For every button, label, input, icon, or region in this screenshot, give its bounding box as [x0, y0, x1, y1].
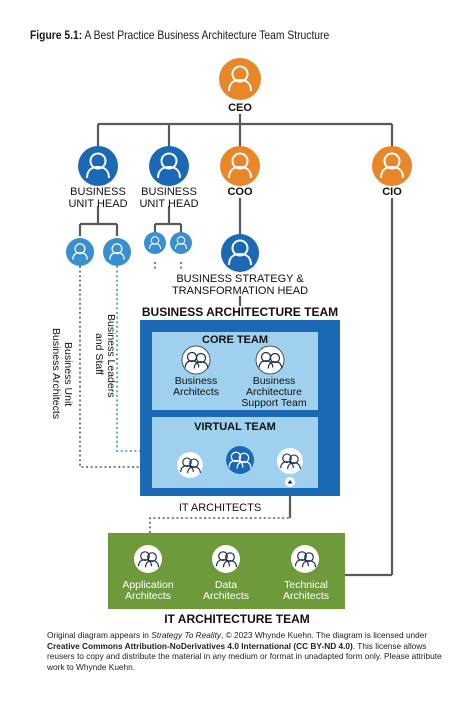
bst-head-label: BUSINESS STRATEGY & TRANSFORMATION HEAD	[170, 273, 310, 297]
bu-head-1-label: BUSINESS UNIT HEAD	[63, 186, 133, 210]
business-architects-line2: Architects	[172, 386, 220, 398]
it-team-title: IT ARCHITECTURE TEAM	[164, 612, 310, 626]
application-architects-label: Application Architects	[113, 580, 183, 602]
virtual-member-2-icon	[226, 446, 254, 474]
bu2-person-b-icon	[170, 232, 192, 254]
footer-attribution: Original diagram appears in Strategy To …	[47, 630, 447, 672]
data-architects-label: Data Architects	[196, 580, 256, 602]
technical-architects-icon	[291, 545, 319, 573]
application-architects-line1: Application	[122, 579, 174, 591]
footer-p1: Original diagram appears in	[47, 630, 152, 640]
bu-head-1-icon	[78, 146, 118, 186]
ceo-icon	[219, 58, 261, 100]
data-architects-line1: Data	[214, 579, 238, 591]
data-architects-icon	[212, 545, 240, 573]
bu-head-2-icon	[149, 146, 189, 186]
business-architects-icon	[181, 345, 211, 375]
business-architects-line1: Business	[174, 375, 218, 387]
technical-architects-line2: Architects	[282, 590, 330, 602]
bu-head-2-line2: UNIT HEAD	[139, 198, 199, 210]
leaders-staff-line2: and Staff	[93, 333, 105, 375]
connector-lines	[78, 105, 394, 577]
support-team-line3: Support Team	[241, 397, 307, 409]
application-architects-line2: Architects	[124, 590, 172, 602]
bu-head-1-line1: BUSINESS	[70, 186, 126, 198]
footer-p3: . This license allows reusers to copy an…	[47, 640, 442, 672]
leaders-staff-line1: Business Leaders	[105, 314, 117, 398]
virtual-member-3-icon	[277, 448, 303, 474]
bst-head-line2: TRANSFORMATION HEAD	[171, 285, 309, 297]
bst-head-line1: BUSINESS STRATEGY &	[176, 273, 304, 285]
business-architects-label: Business Architects	[166, 376, 226, 398]
data-architects-line2: Architects	[202, 590, 250, 602]
cio-label: CIO	[374, 186, 410, 198]
bu1-person-b-icon	[103, 238, 131, 266]
footer-book: Strategy To Reality	[151, 630, 222, 640]
bu-head-2-line1: BUSINESS	[141, 186, 197, 198]
bu-head-1-line2: UNIT HEAD	[68, 198, 128, 210]
bu-architects-line1: Business Unit	[62, 341, 74, 407]
caret-up-icon	[285, 477, 295, 487]
footer-license: Creative Commons Attribution-NoDerivativ…	[47, 640, 353, 651]
support-team-line2: Architecture	[245, 386, 303, 398]
support-team-line1: Business	[252, 375, 296, 387]
virtual-member-1-icon	[177, 452, 203, 478]
cio-icon	[372, 146, 412, 186]
core-team-box	[152, 332, 318, 410]
figure-title-text: A Best Practice Business Architecture Te…	[84, 28, 330, 42]
support-team-icon	[255, 345, 285, 375]
bu-architects-side-label: Business Unit Business Architects	[50, 316, 74, 432]
figure-title: Figure 5.1: A Best Practice Business Arc…	[30, 28, 329, 42]
virtual-team-title: VIRTUAL TEAM	[194, 421, 276, 433]
support-team-label: Business Architecture Support Team	[234, 376, 314, 409]
ceo-label: CEO	[220, 102, 260, 114]
footer-p2: , © 2023 Whynde Kuehn. The diagram is li…	[221, 630, 428, 640]
bu1-person-a-icon	[66, 238, 94, 266]
coo-icon	[220, 146, 260, 186]
bu-architects-line2: Business Architects	[50, 328, 62, 420]
bu-head-2-label: BUSINESS UNIT HEAD	[134, 186, 204, 210]
ba-team-title: BUSINESS ARCHITECTURE TEAM	[141, 305, 339, 319]
leaders-staff-side-label: Business Leaders and Staff	[93, 314, 117, 398]
it-architects-label: IT ARCHITECTS	[178, 502, 262, 514]
technical-architects-label: Technical Architects	[273, 580, 339, 602]
technical-architects-line1: Technical	[284, 579, 328, 591]
application-architects-icon	[134, 545, 162, 573]
bu2-person-a-icon	[144, 232, 166, 254]
figure-label: Figure 5.1:	[30, 28, 83, 42]
coo-label: COO	[220, 186, 260, 198]
bst-head-icon	[221, 234, 259, 272]
core-team-title: CORE TEAM	[202, 334, 268, 346]
